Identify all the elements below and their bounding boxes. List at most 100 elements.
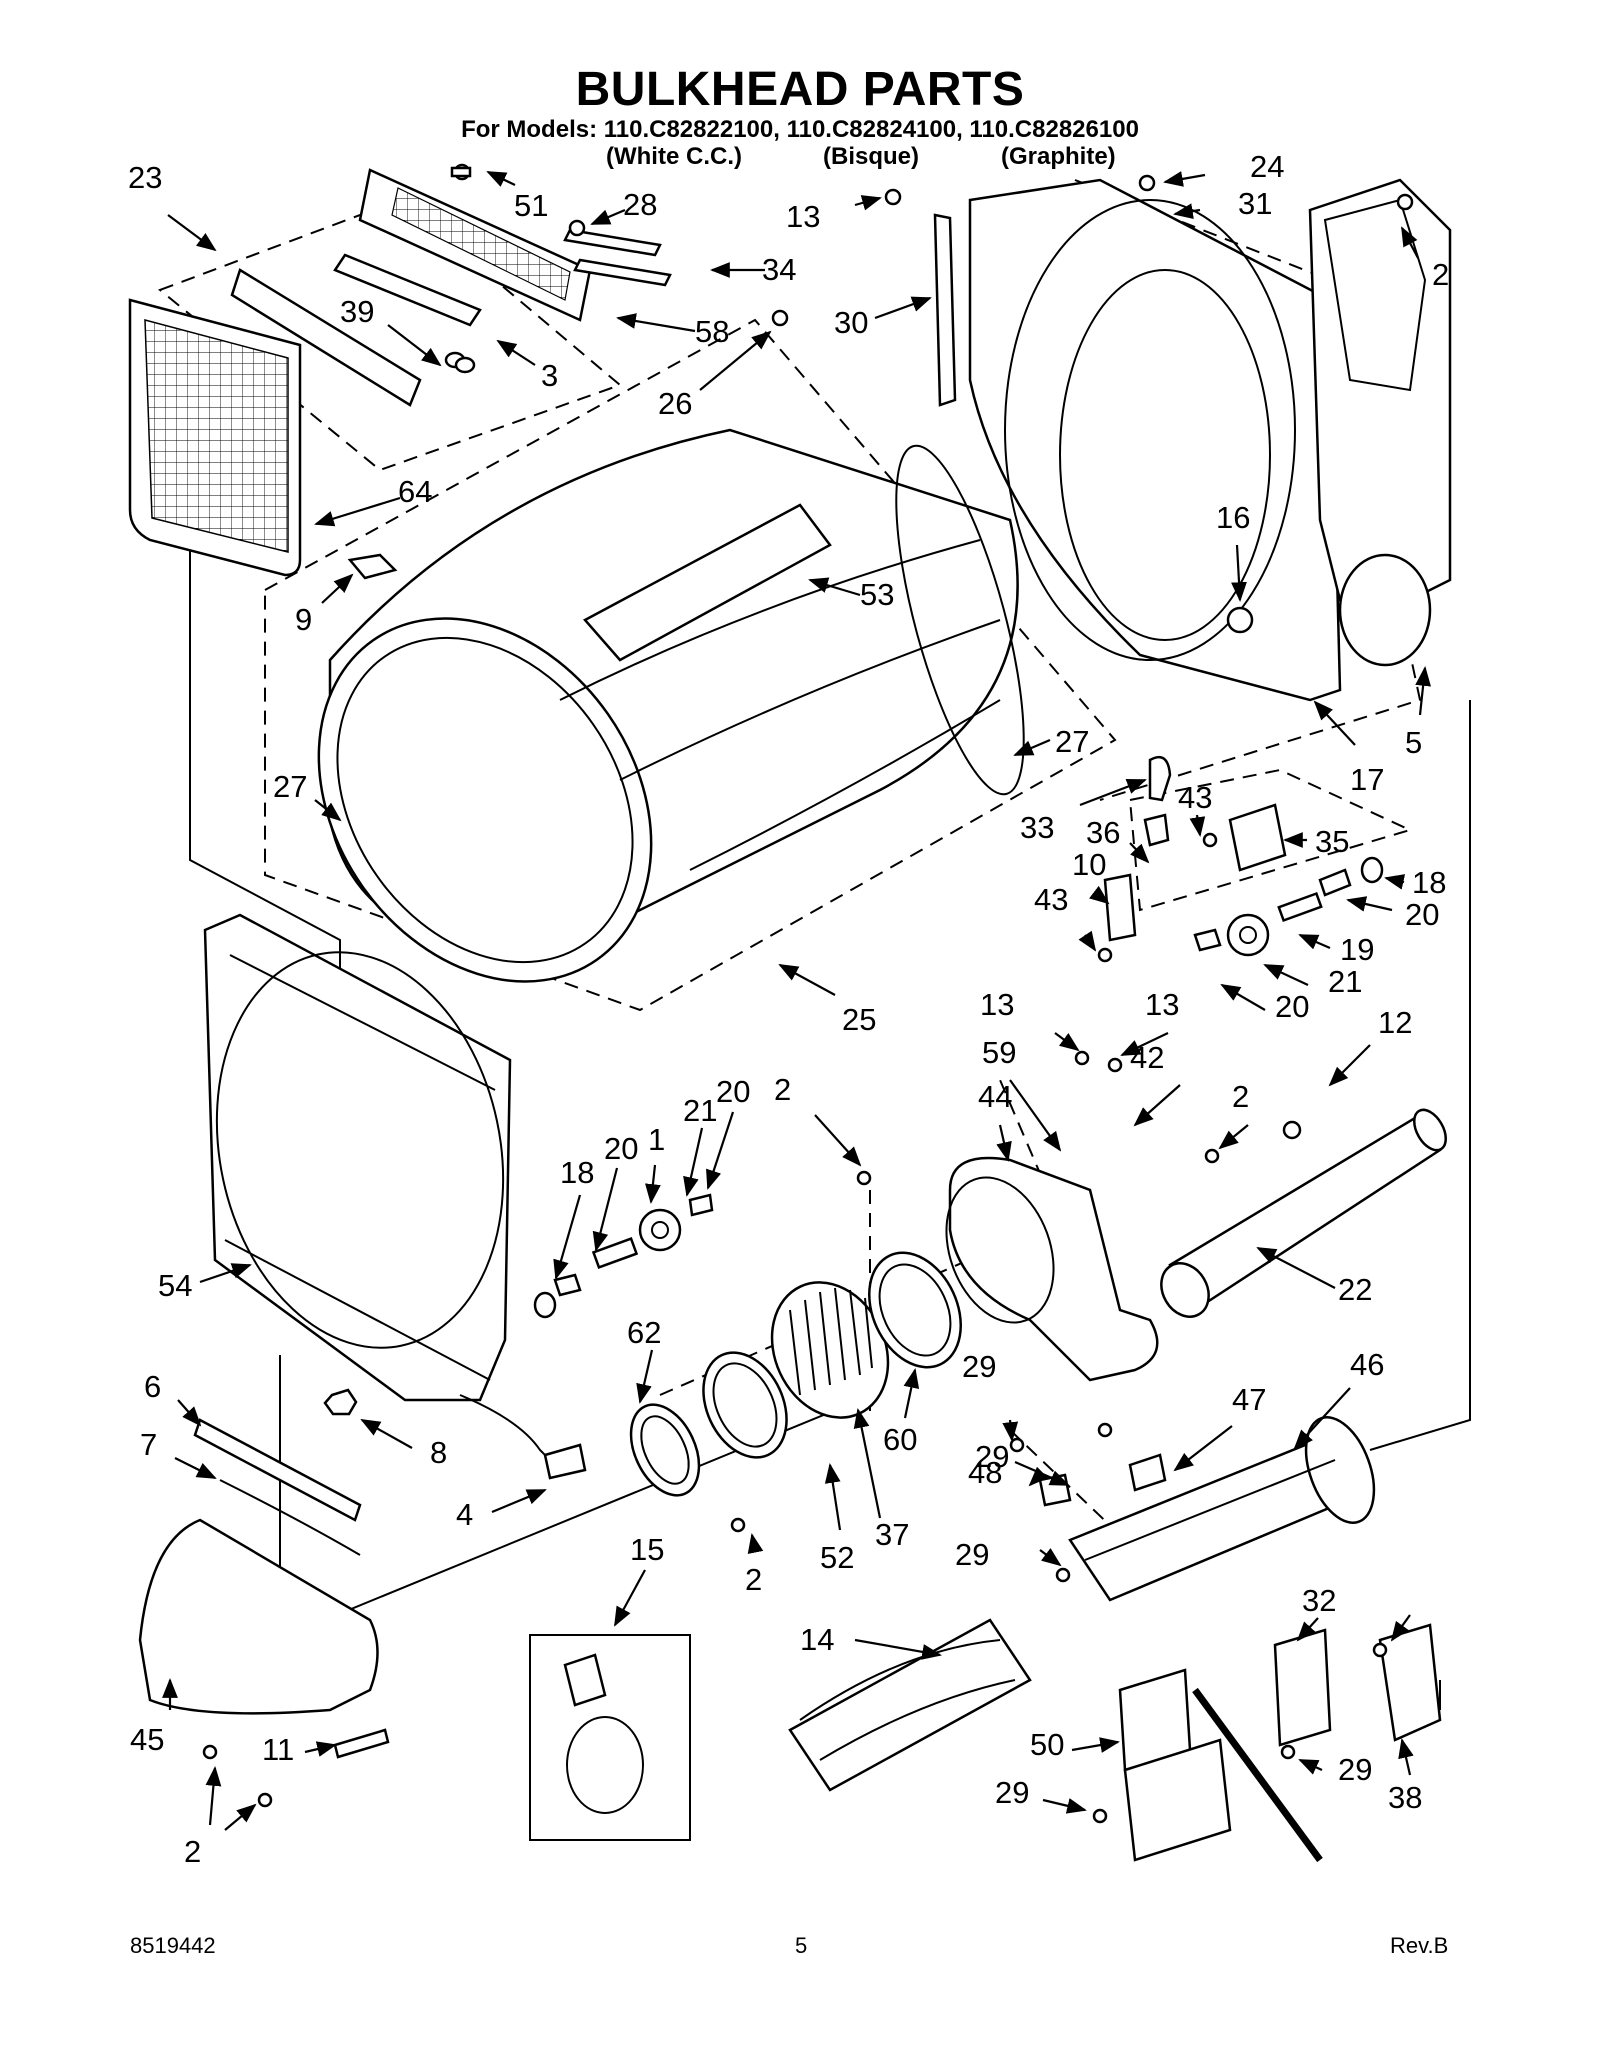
callout: 25	[842, 1002, 876, 1037]
callout: 4	[456, 1497, 473, 1532]
clip-part-11	[333, 1728, 390, 1759]
sensor-part-10	[1103, 873, 1137, 942]
callout: 19	[1340, 932, 1374, 967]
exhaust-duct-part-22	[1160, 1108, 1447, 1318]
strip-part-7	[219, 1479, 361, 1556]
callout: 52	[820, 1540, 854, 1575]
callout: 15	[630, 1532, 664, 1567]
callout: 20	[716, 1074, 750, 1109]
drum-group-outline	[264, 318, 1117, 1012]
shield-part-32	[1273, 1628, 1332, 1747]
callout: 13	[980, 987, 1014, 1022]
callout: 48	[968, 1455, 1002, 1490]
callout: 6	[144, 1369, 161, 1404]
page-title: BULKHEAD PARTS	[575, 63, 1025, 116]
kit-box-part-15	[529, 1634, 691, 1841]
idler-assembly-front	[533, 1193, 714, 1319]
front-bulkhead-part-54	[203, 913, 512, 1402]
callout: 2	[745, 1562, 762, 1597]
callout: 51	[514, 188, 548, 223]
clip-part-9	[347, 553, 398, 580]
callout: 30	[834, 305, 868, 340]
callout: 2	[1432, 257, 1449, 292]
callout: 20	[604, 1131, 638, 1166]
connector-part-36	[1143, 813, 1170, 847]
callout: 16	[1216, 500, 1250, 535]
callout: 5	[1405, 725, 1422, 760]
variant-graphite: (Graphite)	[1001, 143, 1116, 170]
callout: 20	[1275, 989, 1309, 1024]
callout: 47	[1232, 1382, 1266, 1417]
callout: 29	[962, 1349, 996, 1384]
callout: 27	[273, 769, 307, 804]
callout: 29	[995, 1775, 1029, 1810]
nut-part-8	[323, 1388, 358, 1416]
callout: 59	[982, 1035, 1016, 1070]
callout: 43	[1178, 780, 1212, 815]
models-line: For Models: 110.C82822100, 110.C82824100…	[461, 116, 1139, 143]
strip-part-6	[193, 1418, 362, 1522]
rear-bulkhead-part-17	[968, 178, 1342, 702]
callout: 11	[262, 1732, 294, 1767]
doc-number: 8519442	[130, 1933, 216, 1958]
drum-part-25	[317, 428, 1025, 983]
callout: 42	[1130, 1040, 1164, 1075]
callout: 17	[1350, 762, 1384, 797]
callout: 28	[623, 187, 657, 222]
screws	[202, 163, 1414, 1824]
callout-numbers: 23 51 28 34 58 39 3 64 9 26 53 13 30 24 …	[128, 149, 1449, 1869]
callout: 18	[560, 1155, 594, 1190]
callout: 34	[762, 252, 796, 287]
seal-part-52	[702, 1351, 788, 1459]
callout: 33	[1020, 810, 1054, 845]
callout: 3	[541, 358, 558, 393]
callout: 53	[860, 577, 894, 612]
callout: 8	[430, 1435, 447, 1470]
callout: 22	[1338, 1272, 1372, 1307]
callout: 2	[184, 1834, 201, 1869]
callout: 21	[683, 1093, 717, 1128]
filter-group-outline	[158, 198, 622, 472]
revision: Rev.B	[1390, 1933, 1449, 1958]
heater-housing-part-46	[1068, 1416, 1376, 1602]
strip-part-34-b	[573, 258, 672, 287]
callout: 37	[875, 1517, 909, 1552]
seal-part-62	[629, 1403, 701, 1497]
callout: 7	[140, 1427, 157, 1462]
callout: 29	[975, 1439, 1009, 1474]
callout: 58	[695, 314, 729, 349]
spring-part-39	[444, 351, 476, 374]
thermistor-part-33	[1148, 755, 1172, 802]
thermostat-part-47	[1128, 1453, 1167, 1492]
callout: 24	[1250, 149, 1284, 184]
callout: 29	[1338, 1752, 1372, 1787]
callout: 26	[658, 386, 692, 421]
callout: 10	[1072, 847, 1106, 882]
callout: 13	[1145, 987, 1179, 1022]
callout: 23	[128, 160, 162, 195]
callout: 45	[130, 1722, 164, 1757]
callout: 46	[1350, 1347, 1384, 1382]
callout: 21	[1328, 964, 1362, 999]
callout: 38	[1388, 1780, 1422, 1815]
sensor-group-outline	[1128, 768, 1413, 912]
callout: 27	[1055, 724, 1089, 759]
callout: 39	[340, 294, 374, 329]
callout: 54	[158, 1268, 192, 1303]
callout: 32	[1302, 1583, 1336, 1618]
callout: 62	[627, 1315, 661, 1350]
wire-harness-part-4	[459, 1394, 580, 1471]
callout: 44	[978, 1079, 1012, 1114]
variant-white: (White C.C.)	[606, 143, 742, 170]
callout: 20	[1405, 897, 1439, 932]
callout: 50	[1030, 1727, 1064, 1762]
variant-bisque: (Bisque)	[823, 143, 919, 170]
idler-assembly-rear	[1193, 856, 1384, 957]
page-number: 5	[795, 1933, 808, 1958]
callout: 29	[955, 1537, 989, 1572]
lint-housing-part-58	[358, 168, 592, 322]
callout: 2	[1232, 1079, 1249, 1114]
callout: 14	[800, 1622, 834, 1657]
callout: 35	[1315, 824, 1349, 859]
